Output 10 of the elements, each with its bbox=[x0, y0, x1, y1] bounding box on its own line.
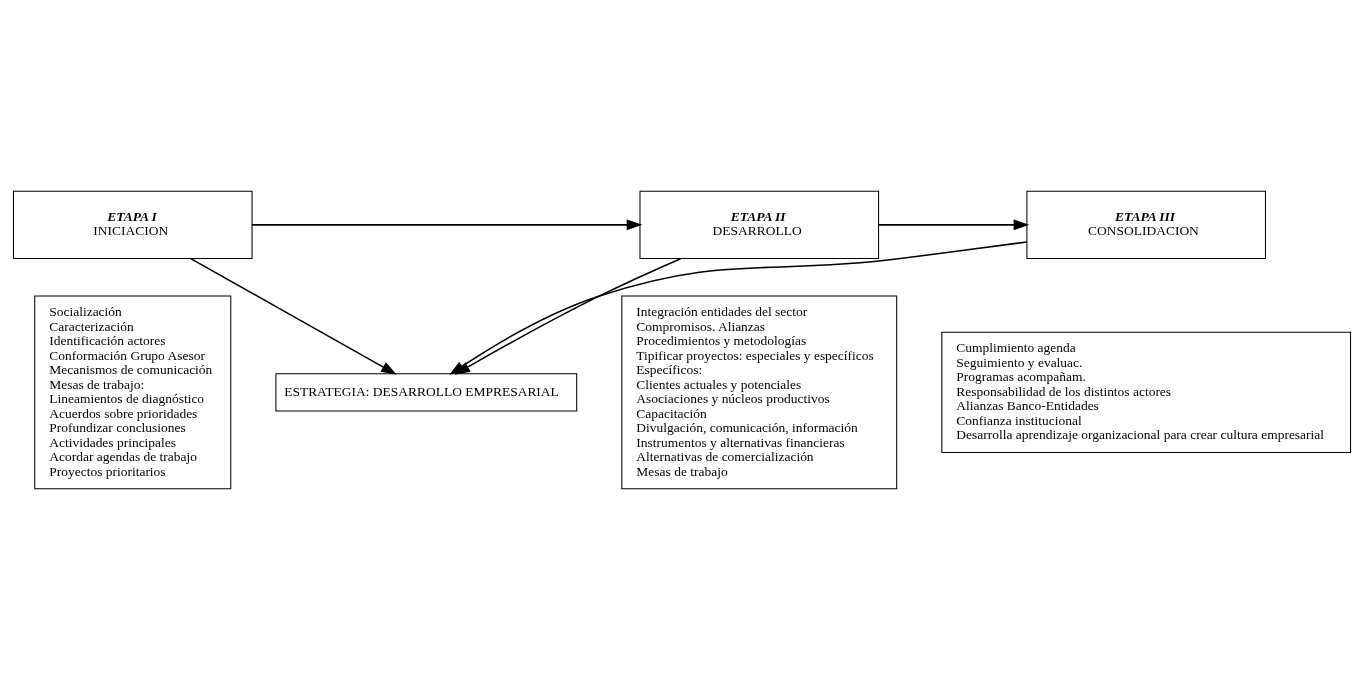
node-box: Socialización Caracterización Identificación actores Conformación Grupo Asesor Mecanismos de comunicación Mesas de trabajo: Lineamientos de diagnóstico Acuerdos sobre prioridades Profundizar conclusiones Actividades principales Acordar agendas de trabajo Proyectos prioritarios bbox=[34, 294, 232, 489]
node-box: Cumplimiento agenda Seguimiento y evaluac. Programas acompañam. Responsabilidad de los distintos actores Alianzas Banco-Entidades Confianza institucional Desarrolla aprendizaje organizacional para crear cultura empresarial bbox=[941, 331, 1352, 453]
node-box: ETAPA III CONSOLIDACION bbox=[1026, 190, 1266, 259]
arrow bbox=[877, 218, 1030, 230]
node-box: ESTRATEGIA: DESARROLLO EMPRESARIAL bbox=[275, 372, 578, 412]
arrow bbox=[251, 218, 643, 230]
node-box: ETAPA I INICIACION bbox=[12, 190, 253, 259]
node-box: Integración entidades del sector Compromisos. Alianzas Procedimientos y metodologías Tipificar proyectos: especiales y específicos Específicos: Clientes actuales y potenciales Asociaciones y núcleos productivos Capacitación Divulgación, comunicación, información Instrumentos y alternativas financieras Alternativas de comercialización Mesas de trabajo bbox=[621, 294, 898, 489]
arrow bbox=[189, 257, 397, 375]
node-box: ETAPA II DESARROLLO bbox=[639, 190, 880, 259]
